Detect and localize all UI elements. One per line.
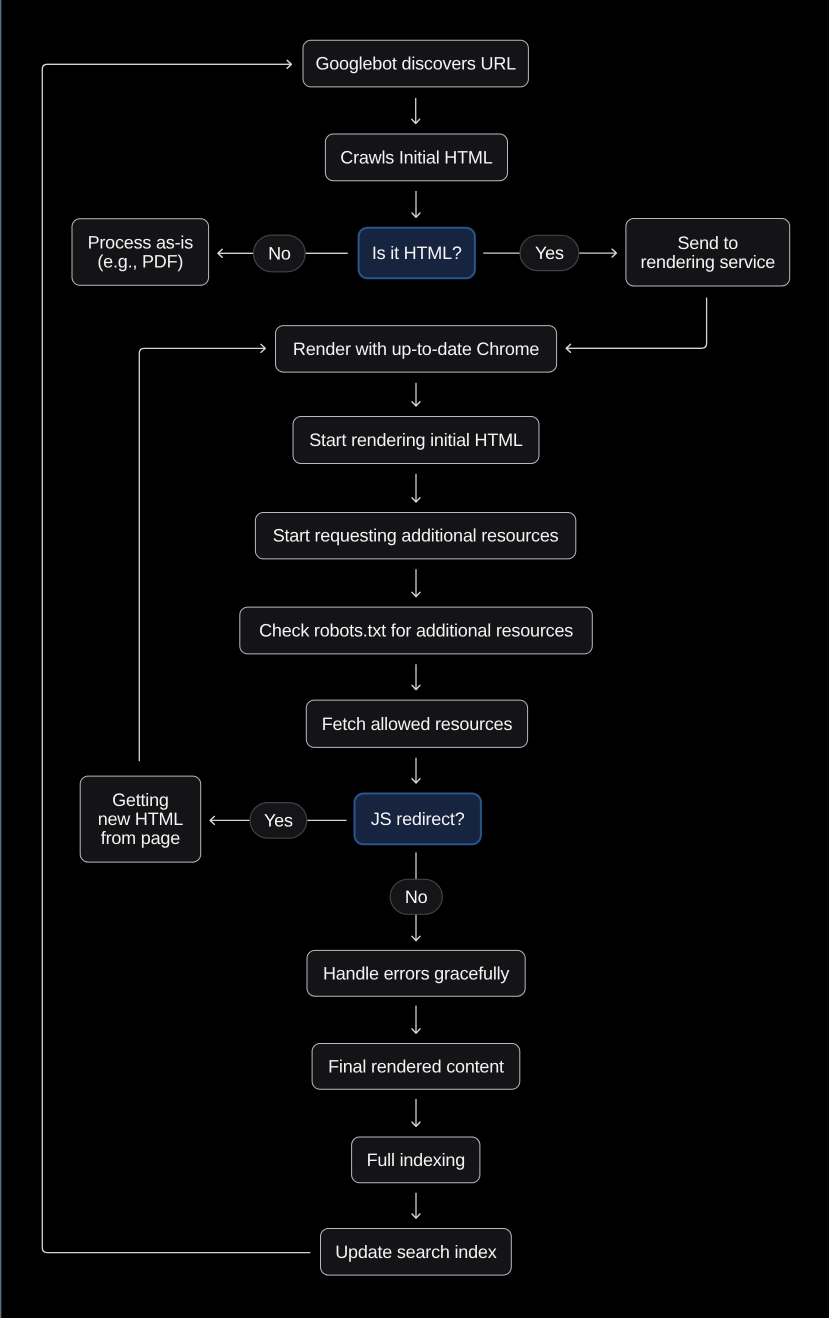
svg-text:Yes: Yes <box>264 810 293 830</box>
svg-text:Start rendering initial HTML: Start rendering initial HTML <box>309 430 523 450</box>
svg-text:Handle errors gracefully: Handle errors gracefully <box>323 963 509 983</box>
svg-text:Googlebot discovers URL: Googlebot discovers URL <box>315 54 516 74</box>
svg-text:from page: from page <box>101 828 180 848</box>
svg-text:Getting: Getting <box>112 790 169 810</box>
svg-text:Update search index: Update search index <box>335 1242 497 1262</box>
svg-text:(e.g., PDF): (e.g., PDF) <box>97 252 183 272</box>
svg-text:Process as-is: Process as-is <box>88 233 194 253</box>
svg-text:Check robots.txt for additiona: Check robots.txt for additional resource… <box>259 621 573 641</box>
svg-text:Is it HTML?: Is it HTML? <box>372 243 462 263</box>
svg-text:new HTML: new HTML <box>98 809 184 829</box>
svg-text:No: No <box>268 243 291 263</box>
svg-text:No: No <box>405 887 428 907</box>
svg-text:Send to: Send to <box>677 233 738 253</box>
svg-text:Render with up-to-date Chrome: Render with up-to-date Chrome <box>293 339 540 359</box>
svg-text:Fetch allowed resources: Fetch allowed resources <box>322 714 513 734</box>
svg-text:Full indexing: Full indexing <box>367 1150 465 1170</box>
svg-text:rendering service: rendering service <box>640 252 775 272</box>
svg-text:Final rendered content: Final rendered content <box>328 1056 504 1076</box>
svg-text:Crawls Initial HTML: Crawls Initial HTML <box>340 147 492 167</box>
svg-text:JS redirect?: JS redirect? <box>371 809 465 829</box>
svg-text:Start requesting additional re: Start requesting additional resources <box>273 526 559 546</box>
svg-text:Yes: Yes <box>535 243 564 263</box>
